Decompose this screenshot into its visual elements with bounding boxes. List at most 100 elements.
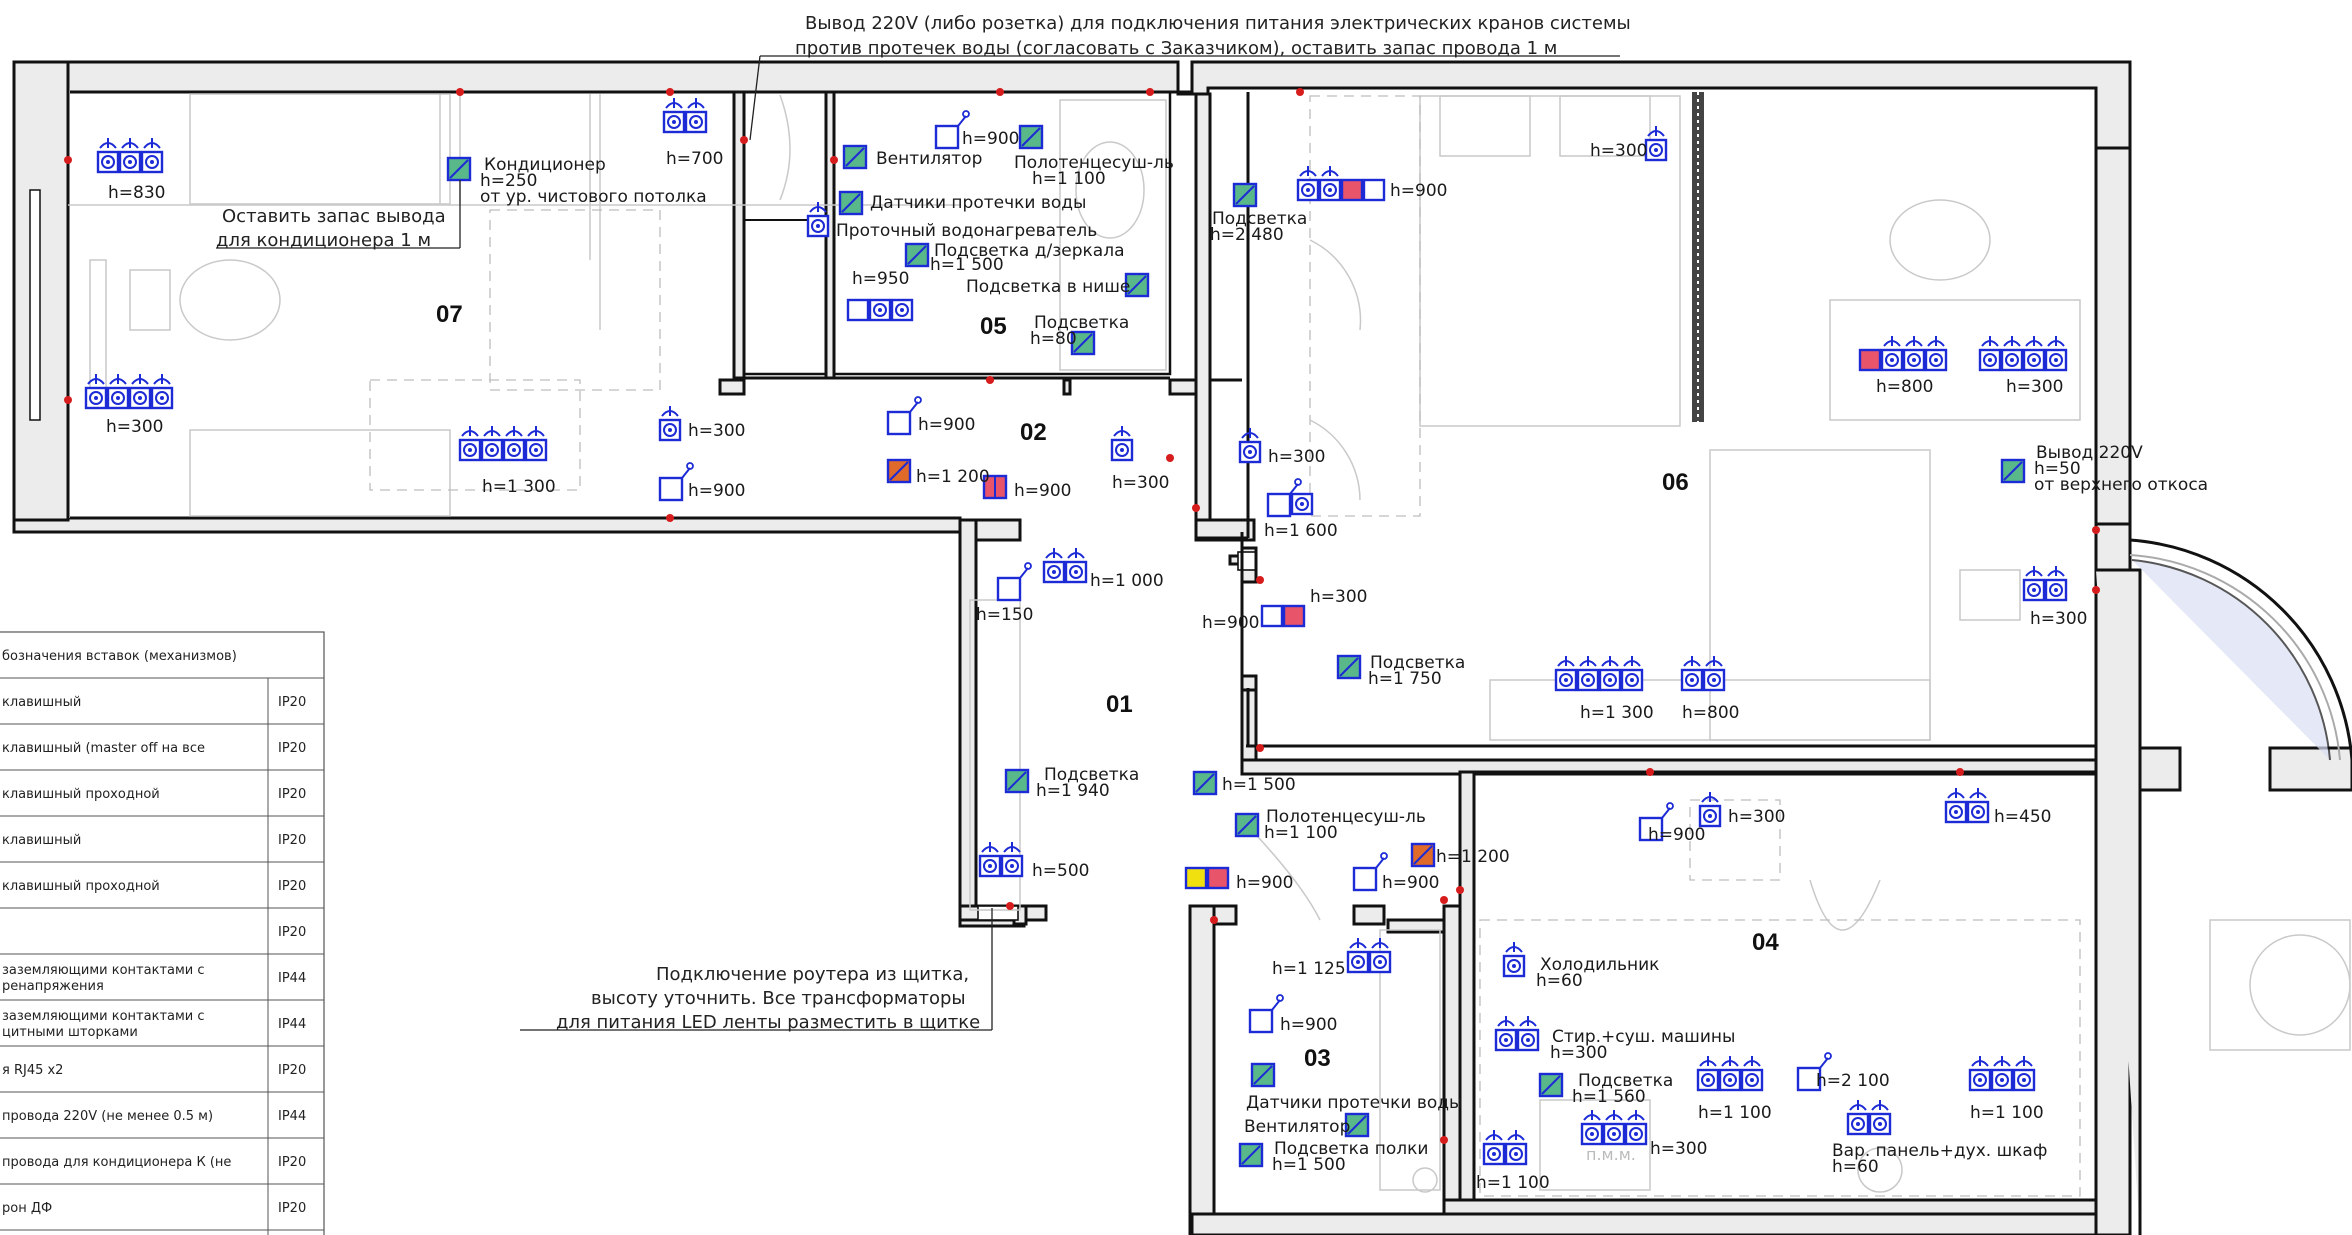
svg-text:от верхнего откоса: от верхнего откоса <box>2034 475 2208 495</box>
room-01: 01 <box>1106 691 1133 718</box>
legend-row-text-2: цитными шторками <box>2 1025 138 1040</box>
legend-row-ip: IP20 <box>278 741 306 756</box>
svg-text:h=1 940: h=1 940 <box>1036 781 1110 801</box>
svg-text:Подсветка: Подсветка <box>1044 765 1139 785</box>
legend-row-ip: IP20 <box>278 1201 306 1216</box>
svg-text:h=60: h=60 <box>1536 971 1583 991</box>
room-06: 06 <box>1662 469 1689 496</box>
svg-text:h=900: h=900 <box>962 129 1019 149</box>
svg-text:h=150: h=150 <box>976 605 1033 625</box>
svg-text:h=900: h=900 <box>1382 873 1439 893</box>
svg-text:h=300: h=300 <box>2006 377 2063 397</box>
notes: Вывод 220V (либо розетка) для подключени… <box>216 13 1631 1033</box>
svg-text:Подсветка: Подсветка <box>1370 653 1465 673</box>
svg-text:Стир.+суш. машины: Стир.+суш. машины <box>1552 1027 1735 1047</box>
svg-text:h=1 200: h=1 200 <box>916 467 990 487</box>
svg-text:h=2 480: h=2 480 <box>1210 225 1284 245</box>
svg-text:Вар. панель+дух. шкаф: Вар. панель+дух. шкаф <box>1832 1141 2047 1161</box>
svg-text:h=300: h=300 <box>1550 1043 1607 1063</box>
legend-row-text-2: ренапряжения <box>2 979 104 994</box>
room-07: 07 <box>436 301 463 328</box>
walls <box>12 60 2352 1235</box>
svg-text:h=250: h=250 <box>480 171 537 191</box>
svg-text:h=1 500: h=1 500 <box>1272 1155 1346 1175</box>
devices <box>84 97 2068 1168</box>
svg-text:h=300: h=300 <box>1650 1139 1707 1159</box>
svg-text:h=900: h=900 <box>1648 825 1705 845</box>
svg-text:Подсветка: Подсветка <box>1578 1071 1673 1091</box>
svg-text:h=950: h=950 <box>852 269 909 289</box>
svg-text:h=1 300: h=1 300 <box>1580 703 1654 723</box>
svg-text:h=830: h=830 <box>108 183 165 203</box>
svg-text:h=1 100: h=1 100 <box>1264 823 1338 843</box>
svg-text:Кондиционер: Кондиционер <box>484 155 606 175</box>
svg-text:h=900: h=900 <box>1236 873 1293 893</box>
room-04: 04 <box>1752 929 1779 956</box>
svg-text:высоту уточнить. Все трансформ: высоту уточнить. Все трансформаторы <box>591 988 966 1009</box>
svg-text:h=300: h=300 <box>2030 609 2087 629</box>
svg-text:h=500: h=500 <box>1032 861 1089 881</box>
svg-text:бозначения вставок (механизмов: бозначения вставок (механизмов) <box>2 649 237 664</box>
svg-text:h=1 100: h=1 100 <box>1476 1173 1550 1193</box>
room-05: 05 <box>980 313 1007 340</box>
legend-row-text: клавишный <box>2 695 81 710</box>
svg-text:Подсветка в нише: Подсветка в нише <box>966 277 1130 297</box>
svg-text:h=50: h=50 <box>2034 459 2081 479</box>
legend-row-ip: IP44 <box>278 971 306 986</box>
svg-text:h=800: h=800 <box>1682 703 1739 723</box>
svg-text:h=1 750: h=1 750 <box>1368 669 1442 689</box>
svg-text:h=1 125: h=1 125 <box>1272 959 1346 979</box>
legend-row-text: рон ДФ <box>2 1201 52 1216</box>
legend-row-text: провода для кондиционера К (не <box>2 1155 231 1170</box>
legend-row-ip: IP20 <box>278 1063 306 1078</box>
svg-text:Подсветка: Подсветка <box>1212 209 1307 229</box>
wall-points <box>64 88 2100 1144</box>
legend-row-text: провода 220V (не менее 0.5 м) <box>2 1109 213 1124</box>
svg-text:Датчики протечки воды: Датчики протечки воды <box>870 193 1086 213</box>
svg-text:против протечек воды (согласов: против протечек воды (согласовать с Зака… <box>795 38 1557 59</box>
svg-text:Вывод 220V (либо розетка) для: Вывод 220V (либо розетка) для подключени… <box>805 13 1631 34</box>
legend-row-ip: IP20 <box>278 1155 306 1170</box>
svg-text:Подсветка д/зеркала: Подсветка д/зеркала <box>934 241 1125 261</box>
svg-text:Датчики протечки воды: Датчики протечки воды <box>1246 1093 1462 1113</box>
svg-text:h=60: h=60 <box>1832 1157 1879 1177</box>
leaders <box>216 55 1620 1031</box>
svg-text:h=2 100: h=2 100 <box>1816 1071 1890 1091</box>
legend-table: бозначения вставок (механизмов) клавишны… <box>0 631 325 1235</box>
svg-text:h=1 100: h=1 100 <box>1698 1103 1772 1123</box>
legend-row-text: клавишный <box>2 833 81 848</box>
svg-text:Вентилятор: Вентилятор <box>1244 1117 1350 1137</box>
legend-row-ip: IP20 <box>278 695 306 710</box>
legend-row-text: я RJ45 x2 <box>2 1063 63 1078</box>
svg-text:для питания LED ленты размести: для питания LED ленты разместить в щитке <box>556 1012 980 1033</box>
svg-text:h=1 600: h=1 600 <box>1264 521 1338 541</box>
legend-row-text: клавишный проходной <box>2 879 160 894</box>
svg-text:Вывод 220V: Вывод 220V <box>2036 443 2143 463</box>
svg-text:h=80: h=80 <box>1030 329 1077 349</box>
labels: h=830 h=700 Кондиционер h=250 от ур. чис… <box>106 129 2208 1193</box>
svg-text:Проточный водонагреватель: Проточный водонагреватель <box>836 221 1097 241</box>
svg-text:h=800: h=800 <box>1876 377 1933 397</box>
svg-text:h=1 560: h=1 560 <box>1572 1087 1646 1107</box>
svg-text:Полотенцесуш-ль: Полотенцесуш-ль <box>1014 153 1174 173</box>
svg-text:для кондиционера 1 м: для кондиционера 1 м <box>216 230 431 251</box>
svg-text:п.м.м.: п.м.м. <box>1586 1145 1636 1164</box>
svg-text:h=1 300: h=1 300 <box>482 477 556 497</box>
furniture <box>68 93 2351 1197</box>
room-02: 02 <box>1020 419 1047 446</box>
svg-text:h=300: h=300 <box>1590 141 1647 161</box>
legend-row-ip: IP20 <box>278 879 306 894</box>
svg-text:h=900: h=900 <box>918 415 975 435</box>
svg-text:h=1 000: h=1 000 <box>1090 571 1164 591</box>
svg-text:h=1 100: h=1 100 <box>1032 169 1106 189</box>
svg-text:h=1 100: h=1 100 <box>1970 1103 2044 1123</box>
svg-text:h=450: h=450 <box>1994 807 2051 827</box>
svg-text:h=300: h=300 <box>688 421 745 441</box>
svg-text:Полотенцесуш-ль: Полотенцесуш-ль <box>1266 807 1426 827</box>
svg-text:Вентилятор: Вентилятор <box>876 149 982 169</box>
svg-text:h=900: h=900 <box>1202 613 1259 633</box>
legend-row-ip: IP44 <box>278 1017 306 1032</box>
svg-text:Оставить запас вывода: Оставить запас вывода <box>222 206 446 227</box>
svg-text:h=900: h=900 <box>1390 181 1447 201</box>
svg-text:h=700: h=700 <box>666 149 723 169</box>
